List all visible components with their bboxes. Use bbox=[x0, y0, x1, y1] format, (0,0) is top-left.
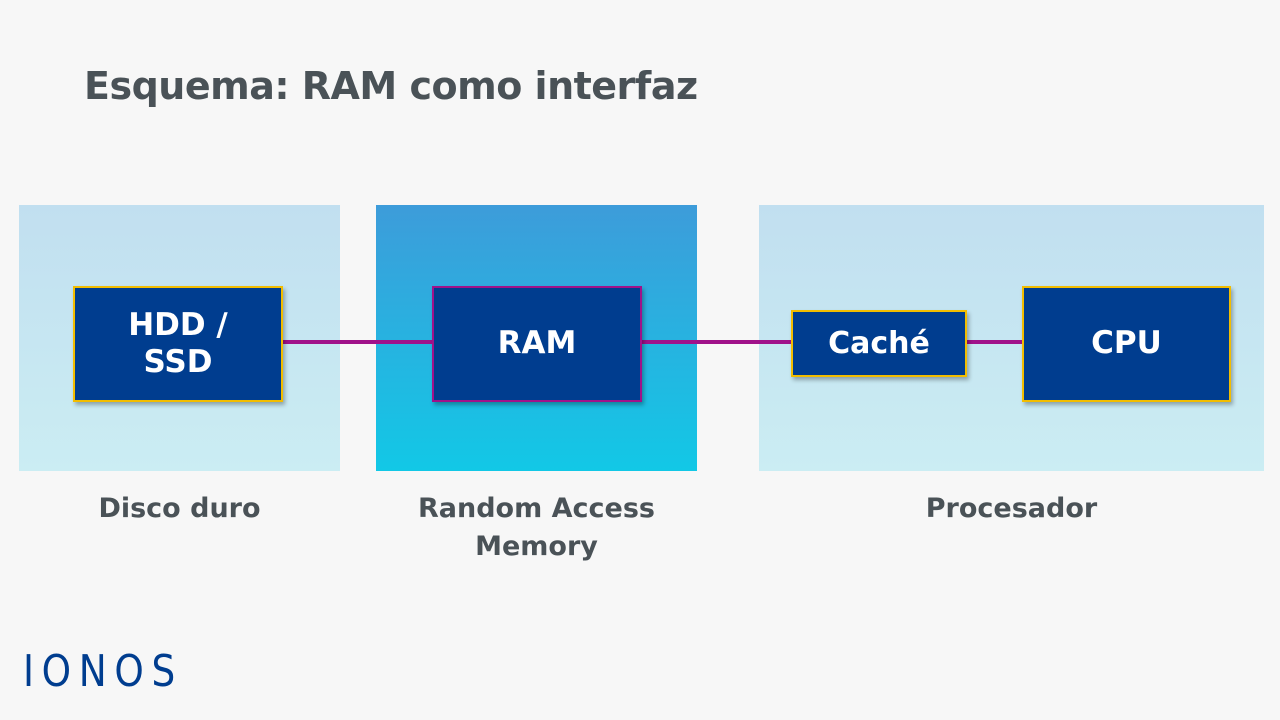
caption-ram: Random Access Memory bbox=[366, 490, 707, 566]
caption-ram-line2: Memory bbox=[475, 531, 598, 562]
caption-ram-line1: Random Access bbox=[417, 493, 655, 524]
connector-ram-cache bbox=[642, 340, 792, 344]
node-cpu-label: CPU bbox=[1091, 325, 1162, 362]
diagram-title: Esquema: RAM como interfaz bbox=[84, 64, 698, 108]
node-ram-label: RAM bbox=[497, 325, 577, 362]
caption-processor: Procesador bbox=[925, 493, 1098, 524]
node-ram: RAM bbox=[432, 286, 642, 402]
caption-disk: Disco duro bbox=[98, 493, 261, 524]
node-hdd-line2: SSD bbox=[143, 344, 213, 380]
connector-cache-cpu bbox=[967, 340, 1023, 344]
node-cpu: CPU bbox=[1022, 286, 1231, 402]
node-cache-label: Caché bbox=[828, 325, 930, 361]
ionos-logo: IONOS bbox=[23, 646, 183, 697]
node-hdd-line1: HDD / bbox=[128, 306, 228, 343]
node-hdd-ssd: HDD / SSD bbox=[73, 286, 283, 402]
node-cache: Caché bbox=[791, 310, 967, 377]
connector-hdd-ram bbox=[283, 340, 433, 344]
